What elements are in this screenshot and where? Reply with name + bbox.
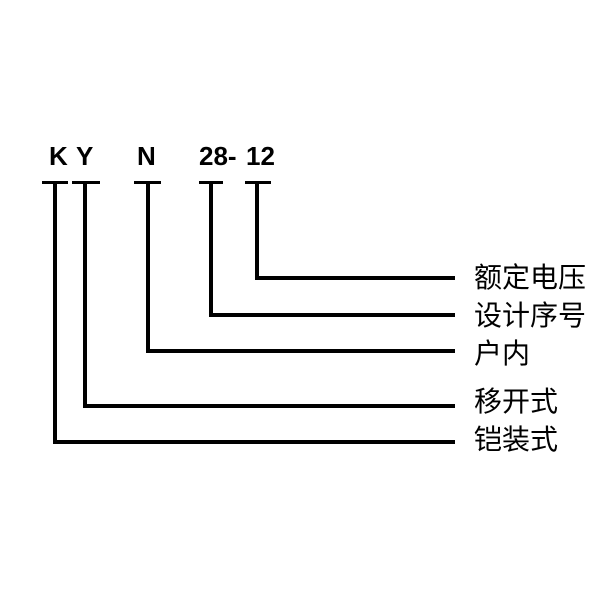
connector-line-12 [255, 276, 455, 280]
label-indoor: 户内 [474, 338, 531, 369]
code-part-y: Y [76, 141, 94, 171]
code-part-28: 28- [199, 141, 237, 171]
label-design-serial: 设计序号 [474, 300, 587, 331]
connector-line-y [83, 404, 455, 408]
connector-stem-n [146, 181, 150, 353]
code-part-k: K [49, 141, 68, 171]
connector-stem-12 [255, 181, 259, 280]
connector-stem-y [83, 181, 87, 408]
label-rated-voltage: 额定电压 [474, 262, 587, 293]
code-part-n: N [137, 141, 156, 171]
label-withdrawable: 移开式 [474, 386, 559, 417]
code-part-12: 12 [246, 141, 275, 171]
connector-stem-28 [209, 181, 213, 317]
connector-stem-k [53, 181, 57, 444]
connector-line-n [146, 349, 455, 353]
connector-line-28 [209, 313, 455, 317]
connector-line-k [53, 440, 455, 444]
label-armored: 铠装式 [474, 424, 559, 455]
